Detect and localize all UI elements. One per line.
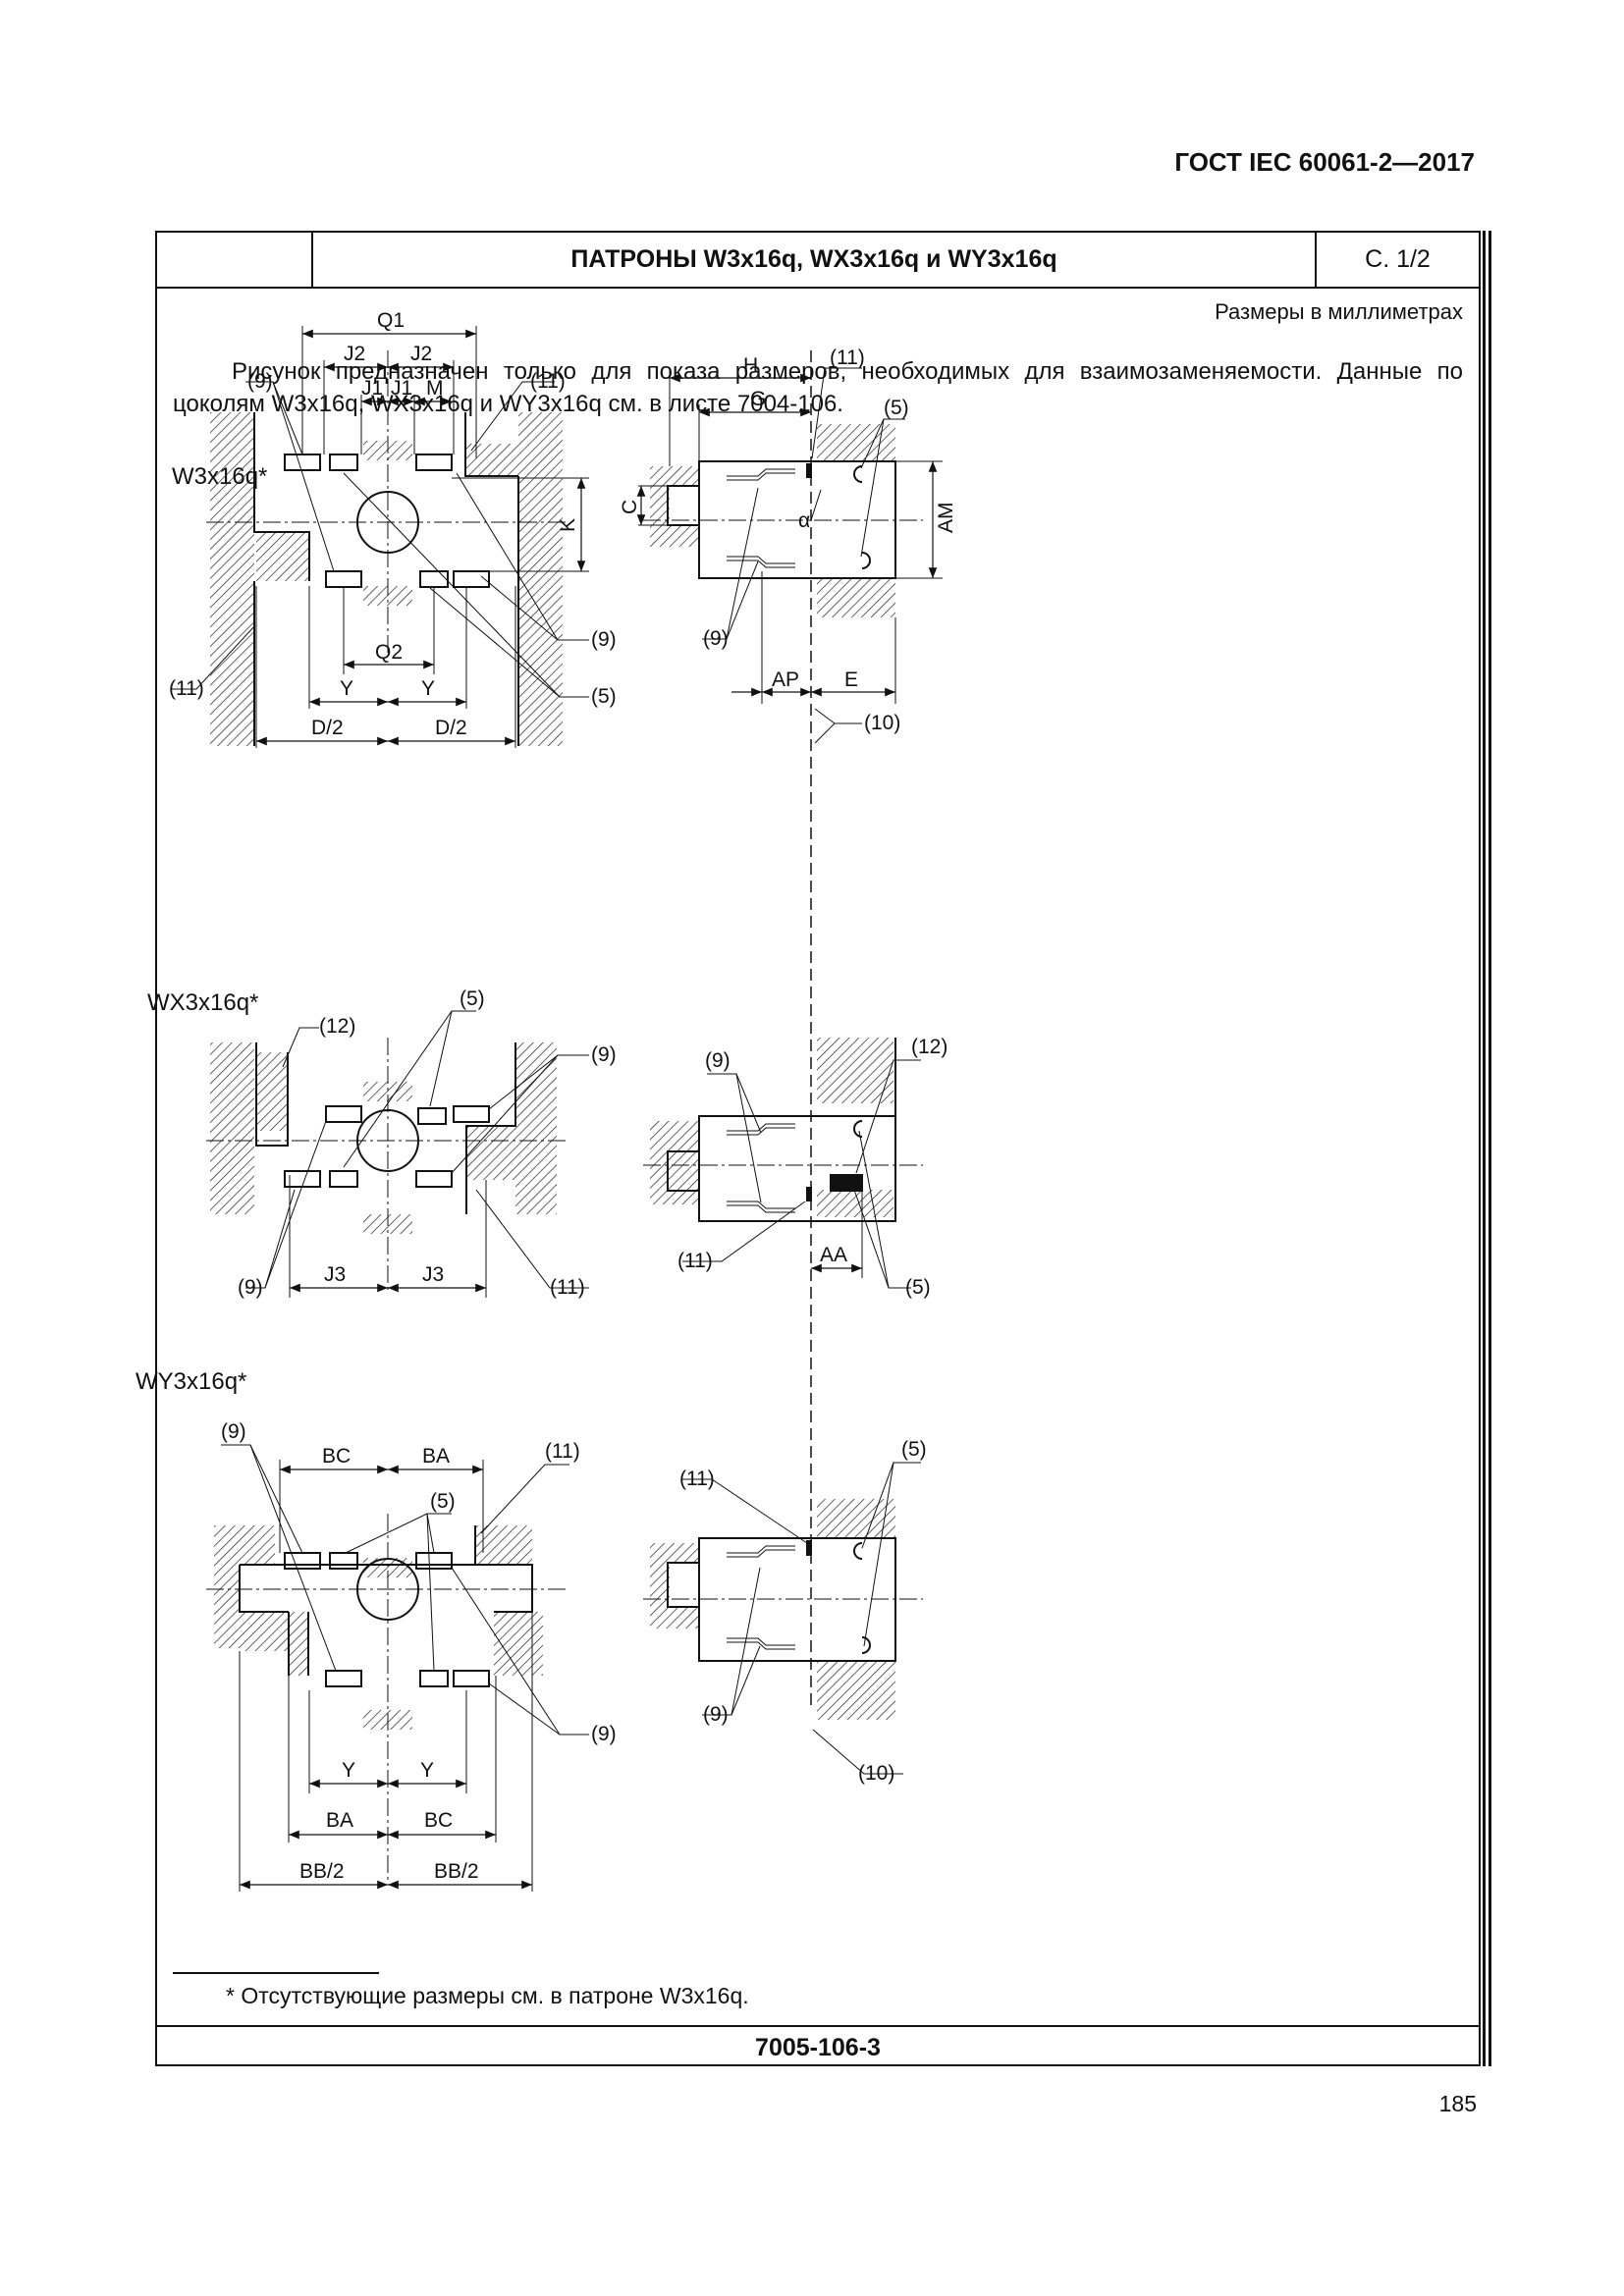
- ref-11-b: (11): [169, 677, 204, 700]
- dim-j3-left: J3: [324, 1263, 346, 1286]
- dim-ba-top: BA: [422, 1445, 450, 1468]
- footnote: * Отсутствующие размеры см. в патроне W3…: [226, 1983, 749, 2008]
- title-block-blank-cell: [157, 233, 313, 287]
- intro-paragraph: Рисунок предназначен только для показа р…: [173, 358, 1463, 417]
- title-block: ПАТРОНЫ W3x16q, WX3x16q и WY3x16q С. 1/2: [157, 233, 1479, 289]
- dim-e: E: [844, 668, 858, 691]
- dim-j2-right: J2: [410, 343, 432, 365]
- dim-j1-left: J1: [361, 377, 383, 400]
- w3-front-dimension-labels: Q1 J2 J2 J1 J1 M K Q2 Y Y D/2 D/2 (9) (1…: [169, 309, 617, 739]
- wx3-ref-5-b: (5): [905, 1276, 931, 1299]
- dim-bc-bottom: BC: [424, 1809, 453, 1832]
- page-number: 185: [1438, 2091, 1477, 2116]
- drawing-sheet: ПАТРОНЫ W3x16q, WX3x16q и WY3x16q С. 1/2…: [135, 231, 1481, 2068]
- ref-5-b: (5): [884, 397, 909, 419]
- dim-y-left: Y: [340, 677, 353, 700]
- wy3-ref-9-c: (9): [703, 1703, 729, 1726]
- dim-j1-right: J1: [391, 377, 412, 400]
- wy3-ref-11-b: (11): [679, 1468, 715, 1490]
- dim-y-right-wy3: Y: [420, 1759, 434, 1782]
- wy3-ref-9-b: (9): [591, 1723, 617, 1745]
- border-line-outer-2: [1489, 231, 1491, 2066]
- dim-c: C: [619, 500, 641, 514]
- w3-side-dimension-labels: H G C AM α AP E (11) (5) (9) (10): [619, 347, 957, 734]
- wy3-ref-5-a: (5): [430, 1490, 456, 1513]
- wx3-ref-9-b: (9): [238, 1276, 263, 1299]
- wy3-front-view: WY3x16q*: [135, 1368, 617, 1892]
- wy3-ref-5-b: (5): [901, 1438, 927, 1461]
- border-line-outer-1: [1483, 231, 1486, 2066]
- dim-y-right: Y: [421, 677, 435, 700]
- wy3-side-labels: (11) (5) (9) (10): [679, 1438, 927, 1785]
- dim-y-left-wy3: Y: [342, 1759, 355, 1782]
- wx3-ref-12-b: (12): [911, 1036, 947, 1058]
- dim-m: M: [426, 377, 444, 400]
- wx3-front-view: WX3x16q*: [147, 988, 617, 1299]
- ref-10: (10): [864, 712, 900, 734]
- dim-bc-top: BC: [322, 1445, 351, 1468]
- dim-g: G: [750, 388, 766, 410]
- wy3-ref-10: (10): [858, 1762, 894, 1785]
- wy3-ref-9-a: (9): [221, 1420, 246, 1443]
- wx3-side-labels: (9) (12) (11) AA (5): [677, 1036, 947, 1299]
- sheet-code: 7005-106-3: [157, 2025, 1479, 2068]
- w3-front-view: W3x16q*: [169, 309, 617, 748]
- dim-d2-left: D/2: [311, 717, 344, 739]
- dim-j3-right: J3: [422, 1263, 444, 1286]
- dim-q1: Q1: [377, 309, 405, 332]
- wx3-ref-11-b: (11): [677, 1250, 713, 1272]
- dim-q2: Q2: [375, 641, 403, 664]
- ref-11-c: (11): [830, 347, 865, 369]
- dim-h: H: [743, 354, 758, 377]
- dim-bb2-right: BB/2: [434, 1860, 479, 1883]
- sheet-number: С. 1/2: [1365, 245, 1431, 273]
- footnote-rule: [173, 1972, 379, 1974]
- dim-d2-right: D/2: [435, 717, 467, 739]
- wx3-ref-9-c: (9): [705, 1049, 731, 1072]
- w3-side-view: H G C AM α AP E (11) (5) (9) (10): [619, 347, 957, 1705]
- wy3-side-view: (11) (5) (9) (10): [643, 1438, 927, 1785]
- dim-am: AM: [935, 503, 957, 534]
- wy3-ref-11-a: (11): [545, 1440, 580, 1463]
- dim-alpha: α: [798, 509, 810, 532]
- ref-9-b: (9): [591, 628, 617, 651]
- dim-bb2-left: BB/2: [299, 1860, 345, 1883]
- wx3-ref-5-a: (5): [460, 988, 485, 1010]
- sheet-title: ПАТРОНЫ W3x16q, WX3x16q и WY3x16q: [313, 233, 1317, 287]
- technical-drawing: W3x16q*: [135, 309, 957, 1892]
- standard-header: ГОСТ IEC 60061-2—2017: [1174, 147, 1475, 177]
- wx3-ref-9-a: (9): [591, 1043, 617, 1066]
- wy3-figure-label: WY3x16q*: [135, 1368, 246, 1395]
- wy3-front-labels: (9) BC BA (5) (11) (9) Y Y BA BC BB/2 BB…: [221, 1420, 617, 1883]
- dim-k: K: [557, 518, 579, 532]
- units-note: Размеры в миллиметрах: [1215, 299, 1463, 324]
- dim-aa: AA: [820, 1244, 847, 1266]
- wx3-ref-11-a: (11): [550, 1276, 585, 1299]
- dim-ap: AP: [772, 668, 799, 691]
- ref-5-a: (5): [591, 685, 617, 708]
- ref-9-a: (9): [247, 370, 273, 393]
- wx3-side-view: (9) (12) (11) AA (5): [643, 1036, 947, 1299]
- ref-11-a: (11): [530, 370, 566, 393]
- ref-9-c: (9): [703, 627, 729, 650]
- wx3-front-labels: (12) (5) (9) (9) J3 J3 (11): [238, 988, 617, 1299]
- dim-ba-bottom: BA: [326, 1809, 353, 1832]
- wx3-figure-label: WX3x16q*: [147, 989, 258, 1016]
- dim-j2-left: J2: [344, 343, 365, 365]
- wx3-ref-12-a: (12): [319, 1015, 355, 1038]
